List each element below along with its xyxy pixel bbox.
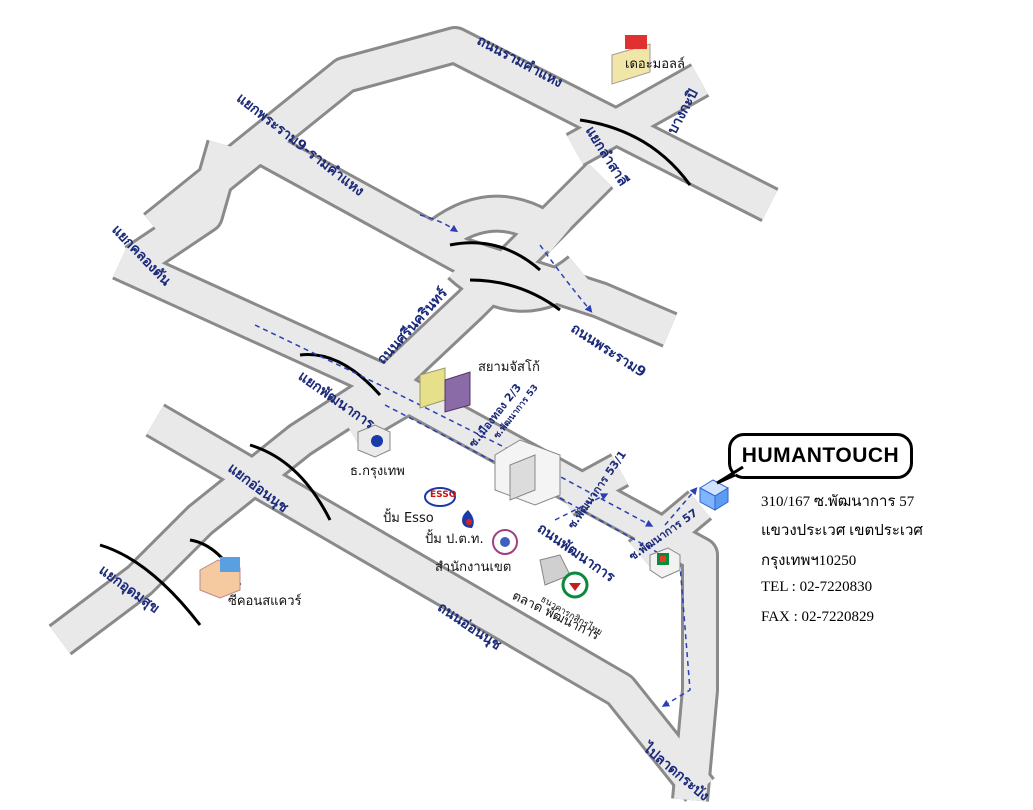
ptt-logo-icon — [462, 510, 474, 528]
esso-logo-icon — [424, 487, 456, 507]
route-path-5 — [664, 487, 698, 526]
address-line-2: แขวงประเวศ เขตประเวศ — [761, 523, 923, 539]
company-name-callout: HUMANTOUCH — [728, 433, 913, 479]
label-bangkok-bank: ธ.กรุงเทพ — [350, 464, 405, 479]
label-esso-station: ปั้ม Esso — [383, 511, 434, 526]
label-siam-jusco: สยามจัสโก้ — [478, 360, 540, 375]
route-path-3 — [254, 324, 654, 527]
company-name: HUMANTOUCH — [741, 444, 900, 467]
telephone: TEL : 02-7220830 — [761, 579, 873, 595]
route-path-6 — [554, 493, 609, 521]
overpass-srinakarin-south — [469, 278, 561, 312]
overpass-pattanakarn — [299, 353, 382, 396]
the-mall-icon — [611, 35, 651, 85]
route-path-1 — [419, 214, 459, 233]
label-c-on-square: ซีคอนสแควร์ — [228, 594, 302, 609]
seven-eleven-icon — [649, 547, 681, 579]
kasikorn-bank-icon — [561, 571, 589, 599]
bangkok-bank-icon — [357, 424, 391, 458]
building-block — [494, 439, 571, 586]
c-on-square-icon — [199, 557, 241, 599]
callout-tail — [716, 465, 744, 485]
address-line-1: 310/167 ซ.พัฒนาการ 57 — [761, 494, 915, 510]
overpass-udomsuk — [99, 543, 202, 626]
overpass-lam-sali — [579, 118, 692, 186]
humantouch-building-icon — [698, 479, 730, 511]
overpass-on-nut — [249, 443, 332, 521]
label-ptt-station: ปั้ม ป.ต.ท. — [425, 532, 484, 547]
route-path-2 — [539, 244, 593, 313]
district-office-seal-icon — [492, 529, 518, 555]
label-esso-logo: ESSO — [430, 490, 457, 500]
label-district-office: สำนักงานเขต — [435, 560, 512, 575]
address-line-3: กรุงเทพฯ10250 — [761, 553, 857, 569]
overpass-srinakarin-north — [449, 241, 541, 272]
siam-jusco-icon — [419, 367, 471, 413]
label-the-mall: เดอะมอลล์ — [625, 57, 685, 72]
fax: FAX : 02-7220829 — [761, 609, 875, 625]
